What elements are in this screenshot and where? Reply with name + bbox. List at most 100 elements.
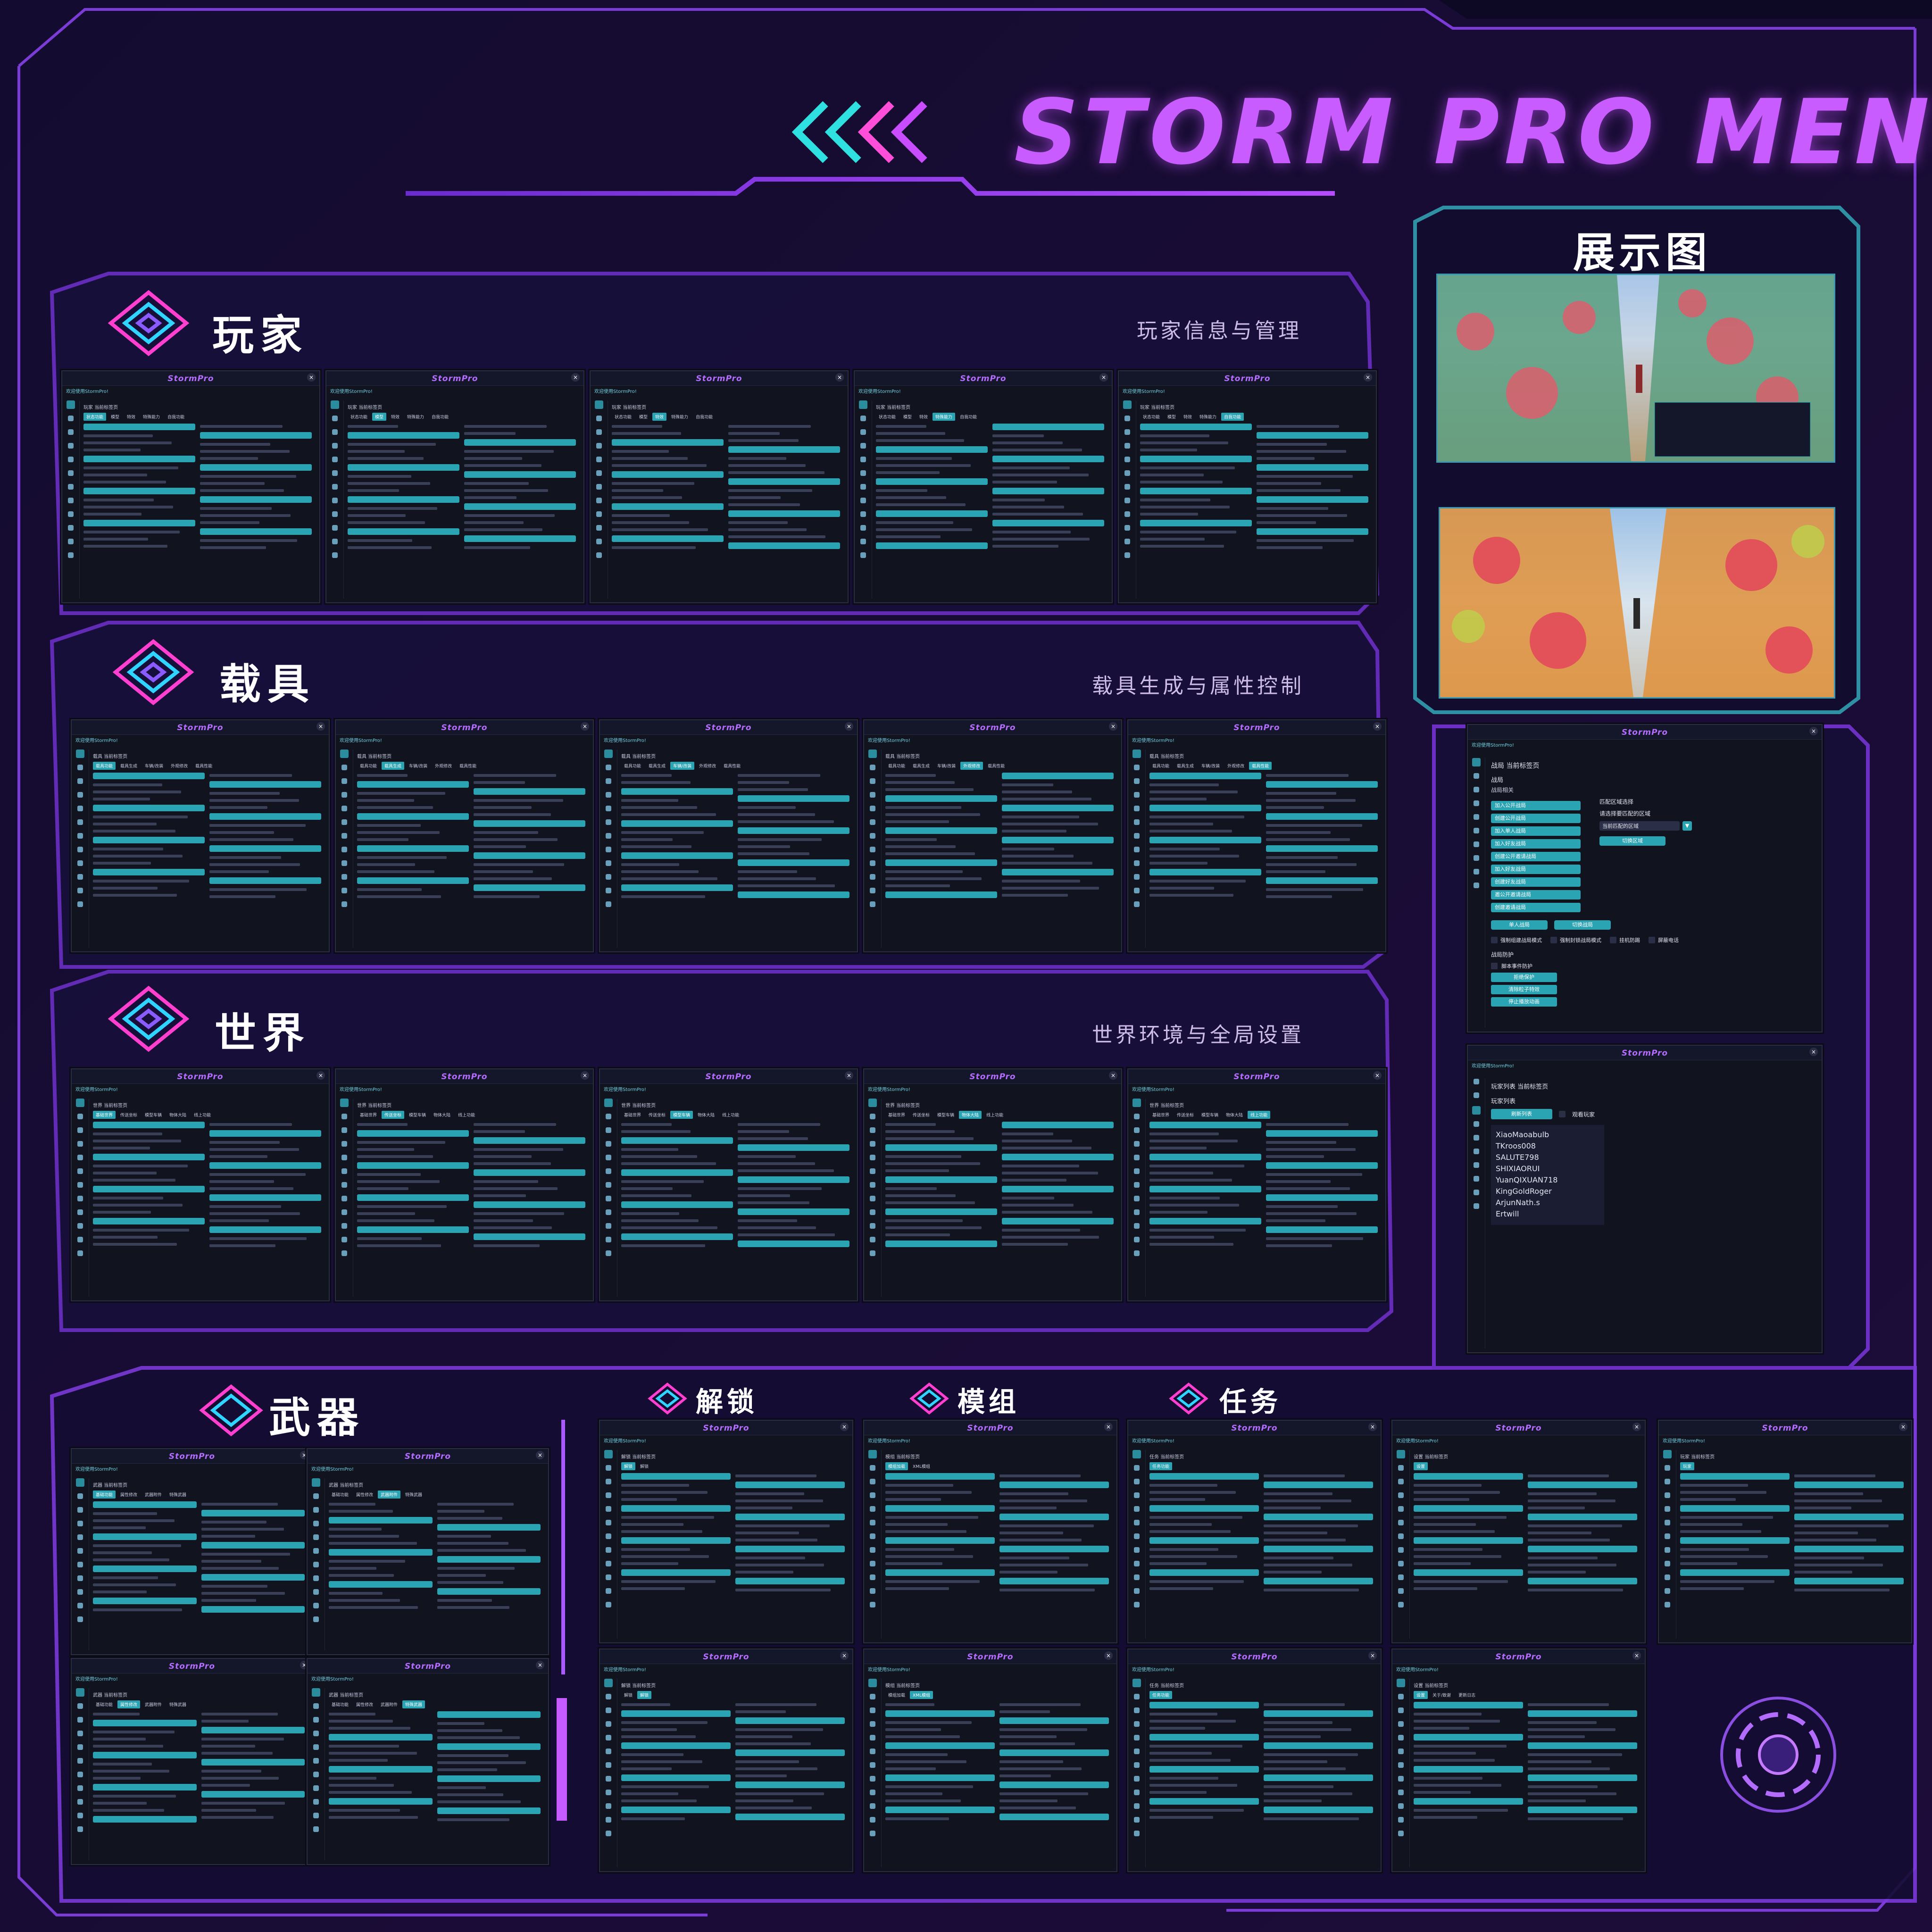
action-button[interactable] — [1266, 1194, 1378, 1201]
option-row[interactable] — [1257, 539, 1354, 542]
action-button[interactable] — [209, 1194, 321, 1201]
tab[interactable]: 模型车辆 — [1201, 1113, 1219, 1118]
option-row[interactable] — [1149, 1491, 1236, 1494]
tab[interactable]: 状态功能 — [1143, 415, 1160, 420]
option-row[interactable] — [1149, 1165, 1245, 1167]
option-row[interactable] — [1257, 450, 1346, 453]
option-row[interactable] — [357, 1123, 408, 1126]
tab[interactable]: 属性修改 — [356, 1493, 374, 1498]
option-row[interactable] — [621, 870, 699, 873]
option-row[interactable] — [93, 1738, 146, 1740]
option-row[interactable] — [93, 816, 188, 818]
close-icon[interactable]: × — [536, 1451, 544, 1459]
option-row[interactable] — [1140, 545, 1224, 548]
option-row[interactable] — [357, 1141, 446, 1144]
chart-icon[interactable] — [68, 525, 74, 531]
option-row[interactable] — [738, 1194, 791, 1197]
chart-icon[interactable] — [77, 1603, 83, 1608]
action-button[interactable] — [621, 1201, 733, 1208]
globe-icon[interactable] — [860, 443, 866, 449]
option-row[interactable] — [464, 425, 547, 428]
chart-icon[interactable] — [1134, 1574, 1140, 1580]
option-row[interactable] — [885, 877, 982, 880]
action-button[interactable] — [1680, 1569, 1790, 1576]
tab[interactable]: 基础世界 — [93, 1111, 116, 1119]
option-row[interactable] — [437, 1535, 491, 1538]
option-row[interactable] — [738, 781, 790, 784]
action-button[interactable] — [1149, 1798, 1259, 1805]
option-row[interactable] — [357, 1180, 440, 1183]
option-row[interactable] — [1528, 1799, 1586, 1802]
option-row[interactable] — [1002, 1211, 1092, 1214]
action-button[interactable] — [357, 1162, 469, 1169]
option-row[interactable] — [738, 1155, 796, 1158]
switch-region-button[interactable]: 切换区域 — [1599, 836, 1666, 846]
option-row[interactable] — [357, 1173, 421, 1176]
action-button[interactable] — [621, 820, 733, 827]
tab[interactable]: 特效 — [127, 415, 136, 420]
option-row[interactable] — [621, 1212, 680, 1215]
option-row[interactable] — [1414, 1580, 1508, 1583]
option-row[interactable] — [738, 870, 797, 873]
option-row[interactable] — [885, 1799, 961, 1802]
option-row[interactable] — [1680, 1548, 1749, 1551]
option-row[interactable] — [1149, 1759, 1231, 1762]
users-icon[interactable] — [332, 511, 338, 517]
home-icon[interactable] — [1472, 758, 1481, 766]
flag-icon[interactable] — [870, 1196, 875, 1201]
action-button[interactable] — [735, 1717, 845, 1724]
option-row[interactable] — [201, 1738, 284, 1740]
action-button[interactable] — [1266, 1130, 1378, 1137]
tab[interactable]: 状态功能 — [83, 413, 107, 421]
action-button[interactable] — [1264, 1578, 1373, 1584]
action-button[interactable] — [201, 1791, 305, 1798]
action-button[interactable] — [612, 503, 724, 510]
option-row[interactable] — [348, 489, 400, 492]
action-button[interactable] — [738, 1176, 849, 1183]
option-row[interactable] — [83, 481, 167, 483]
tab[interactable]: 特殊武器 — [169, 1493, 187, 1498]
action-button[interactable] — [1149, 869, 1261, 875]
option-row[interactable] — [885, 1187, 937, 1190]
lock-icon[interactable] — [77, 1758, 83, 1764]
tab[interactable]: 基础功能 — [332, 1703, 349, 1707]
session-button[interactable]: 创建公开邀请战局 — [1491, 852, 1581, 861]
option-row[interactable] — [1264, 1499, 1351, 1502]
option-row[interactable] — [93, 1165, 188, 1167]
option-row[interactable] — [201, 1816, 274, 1819]
option-row[interactable] — [464, 482, 529, 485]
users-icon[interactable] — [870, 1790, 875, 1795]
option-row[interactable] — [621, 1194, 692, 1197]
option-row[interactable] — [621, 1587, 685, 1590]
action-button[interactable] — [885, 891, 997, 898]
option-row[interactable] — [621, 1530, 702, 1533]
option-row[interactable] — [1257, 482, 1322, 485]
option-row[interactable] — [1794, 1532, 1858, 1534]
home-icon[interactable] — [67, 400, 75, 409]
option-row[interactable] — [329, 1599, 400, 1602]
gear-icon[interactable] — [1474, 883, 1479, 888]
session-button[interactable]: 创建好友战局 — [1491, 877, 1581, 887]
option-row[interactable] — [329, 1528, 382, 1531]
option-row[interactable] — [885, 852, 975, 855]
option-row[interactable] — [1257, 507, 1328, 510]
action-button[interactable] — [209, 877, 321, 884]
option-row[interactable] — [437, 1761, 526, 1764]
option-row[interactable] — [1266, 824, 1362, 827]
tab[interactable]: 线上功能 — [1248, 1111, 1271, 1119]
car-icon[interactable] — [1134, 1707, 1140, 1713]
close-icon[interactable]: × — [1373, 1071, 1382, 1080]
option-row[interactable] — [738, 1201, 809, 1204]
action-button[interactable] — [1266, 813, 1378, 820]
option-row[interactable] — [738, 838, 822, 841]
option-row[interactable] — [1264, 1703, 1345, 1706]
option-row[interactable] — [885, 1169, 949, 1172]
option-row[interactable] — [1680, 1555, 1768, 1558]
option-row[interactable] — [437, 1768, 497, 1771]
option-row[interactable] — [474, 895, 540, 898]
option-row[interactable] — [735, 1703, 816, 1706]
globe-icon[interactable] — [870, 792, 875, 798]
car-icon[interactable] — [1398, 1707, 1404, 1713]
tab[interactable]: 特殊能力 — [671, 415, 689, 420]
option-row[interactable] — [357, 870, 434, 873]
